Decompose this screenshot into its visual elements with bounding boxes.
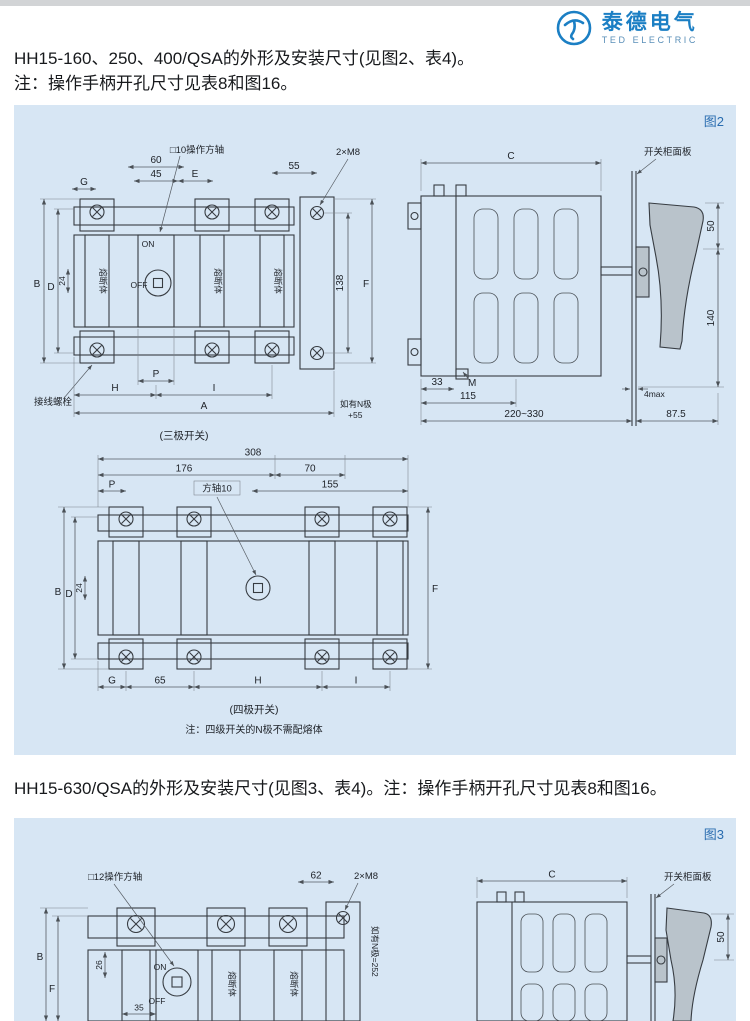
section1-heading-line2: 注：操作手柄开孔尺寸见表8和图16。 (14, 74, 298, 93)
dim-24: 24 (57, 276, 67, 286)
n-pole-note-2: +55 (348, 410, 363, 420)
fig3-fuse-label-2: 熔断体 (289, 971, 299, 997)
figure3-panel: 图3 熔断体 (14, 818, 736, 1021)
dim-50: 50 (706, 220, 717, 232)
figure3-front-drawing: 熔断体 熔断体 ON OFF □12操作方轴 62 2×M8 B F 26 35… (37, 871, 380, 1021)
figure2-tag: 图2 (703, 114, 724, 129)
dim-60: 60 (150, 155, 162, 166)
dim-H4: H (254, 676, 261, 687)
figure2-panel: 图2 (14, 105, 736, 755)
fuse-label-2: 熔断体 (213, 268, 223, 294)
fig3-dim-26: 26 (94, 960, 104, 970)
dim-G: G (80, 177, 88, 188)
figure2-four-pole-drawing: 308 176 70 155 方轴10 P B D 24 (55, 448, 438, 737)
fig3-cabinet-panel-lines (650, 894, 656, 1021)
dim-C: C (507, 151, 514, 162)
square-shaft-label: 方轴10 (202, 483, 232, 495)
fig3-on-label: ON (154, 962, 167, 972)
dim-P4: P (109, 480, 116, 491)
dim-F: F (363, 279, 369, 290)
dim-33: 33 (431, 377, 443, 388)
fuse-label-1: 熔断体 (98, 268, 108, 294)
fig3-dim-50: 50 (716, 931, 727, 943)
dim-308: 308 (245, 448, 262, 459)
four-pole-body (97, 506, 409, 670)
dim-M: M (468, 378, 476, 389)
dim-24-4: 24 (74, 583, 84, 593)
dim-176: 176 (176, 464, 193, 475)
dim-G4: G (108, 676, 116, 687)
cabinet-panel-label: 开关柜面板 (644, 146, 692, 158)
operating-handle (635, 202, 704, 350)
fig3-dim-C: C (548, 870, 555, 881)
dim-155: 155 (322, 480, 339, 491)
figure2-three-pole-drawing: 熔断体 熔断体 熔断体 ON OFF □10操作方轴 60 45 E 55 2×… (34, 144, 376, 442)
dim-45: 45 (150, 169, 162, 180)
dim-65: 65 (154, 676, 166, 687)
dim-I: I (213, 383, 216, 394)
figure3-tag: 图3 (703, 827, 724, 842)
side-view-body (407, 184, 633, 380)
three-pole-dimensions: □10操作方轴 60 45 E 55 2×M8 G B D 24 (34, 144, 376, 442)
fig3-off-label: OFF (149, 996, 166, 1006)
fig3-fuse-label-1: 熔断体 (227, 971, 237, 997)
shaft-label: □10操作方轴 (170, 144, 224, 156)
dim-I4: I (355, 676, 358, 687)
fuse-label-3: 熔断体 (273, 268, 283, 294)
dim-115: 115 (460, 391, 476, 402)
dim-2xM8: 2×M8 (336, 147, 360, 158)
cabinet-panel-lines (631, 171, 637, 426)
brand-logo: 泰德电气 TED ELECTRIC (555, 9, 698, 47)
section1-heading: HH15-160、250、400/QSA的外形及安装尺寸(见图2、表4)。 注：… (14, 46, 474, 96)
dim-70: 70 (304, 464, 316, 475)
figure3-side-drawing: C 开关柜面板 50 (476, 870, 734, 1021)
three-pole-body (73, 196, 335, 370)
four-pole-caption: (四极开关) (230, 703, 279, 716)
fig3-dim-62: 62 (310, 871, 322, 882)
dim-E: E (192, 169, 199, 180)
fig3-cabinet-panel-label: 开关柜面板 (664, 871, 712, 883)
dim-range: 220~330 (504, 409, 544, 420)
four-pole-dimensions: 308 176 70 155 方轴10 P B D 24 (55, 448, 438, 737)
dim-A: A (201, 401, 208, 412)
fig3-n-pole-label: 如有N极=252 (370, 926, 380, 977)
section1-heading-line1: HH15-160、250、400/QSA的外形及安装尺寸(见图2、表4)。 (14, 49, 475, 68)
fig3-side-body (476, 891, 652, 1021)
on-label: ON (142, 239, 155, 249)
three-pole-caption: (三极开关) (160, 429, 209, 442)
section2-heading: HH15-630/QSA的外形及安装尺寸(见图3、表4)。注：操作手柄开孔尺寸见… (14, 779, 667, 798)
dim-87-5: 87.5 (666, 409, 686, 420)
dim-P: P (153, 369, 160, 380)
side-view-dimensions: C 开关柜面板 50 140 33 M 115 220~330 4max (420, 146, 724, 425)
dim-B4: B (55, 587, 62, 598)
dim-B: B (34, 279, 41, 290)
fig3-dim-F: F (49, 984, 55, 995)
terminal-screw-label: 接线螺栓 (34, 396, 73, 408)
dim-55: 55 (288, 161, 300, 172)
fig3-operating-handle (654, 907, 712, 1021)
fig3-side-dimensions: C 开关柜面板 50 (476, 870, 734, 961)
dim-H: H (111, 383, 118, 394)
brand-name-cn: 泰德电气 (601, 11, 698, 34)
dim-D: D (47, 282, 54, 293)
fig3-dim-B: B (37, 952, 44, 963)
dim-D4: D (65, 589, 72, 600)
fig3-front-body (87, 901, 361, 1021)
figure2-side-view-drawing: C 开关柜面板 50 140 33 M 115 220~330 4max (407, 146, 724, 426)
n-pole-note-1: 如有N极 (340, 399, 372, 409)
dim-4max: 4max (644, 389, 666, 399)
brand-name-en: TED ELECTRIC (601, 35, 698, 45)
fig3-dim-2xM8: 2×M8 (354, 871, 378, 882)
four-pole-note: 注：四级开关的N极不需配熔体 (185, 723, 322, 736)
fig3-dim-35: 35 (134, 1003, 144, 1013)
dim-140: 140 (706, 309, 717, 326)
fig3-front-dimensions: □12操作方轴 62 2×M8 B F 26 35 如有N极=252 (37, 871, 380, 1021)
page-top-strip (0, 0, 750, 6)
off-label: OFF (131, 280, 148, 290)
dim-138: 138 (335, 274, 346, 291)
dim-F4: F (432, 584, 438, 595)
ted-logo-icon (556, 10, 592, 46)
fig3-shaft-label: □12操作方轴 (88, 871, 142, 883)
